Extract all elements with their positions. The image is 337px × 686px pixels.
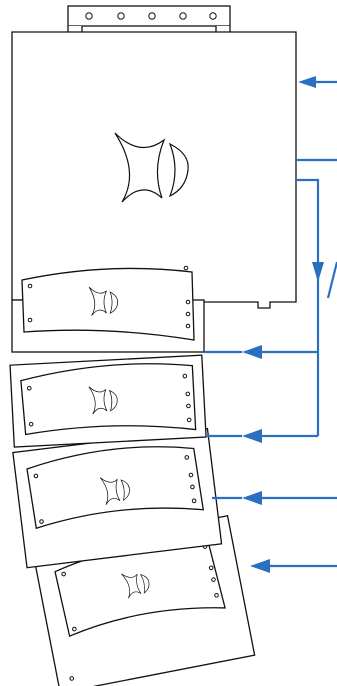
module-3 [12, 427, 223, 569]
module-1-logo-icon [88, 286, 119, 316]
rigging-hole [117, 12, 125, 20]
rigging-hole [209, 12, 217, 20]
rigging-hole [179, 12, 187, 20]
rigging-arrows [204, 76, 337, 573]
arrow-feed-line [296, 178, 320, 262]
module-2-grille [20, 363, 197, 436]
rigging-hole [148, 12, 156, 20]
arrow-module-2-head [242, 429, 262, 443]
rigging-hole [85, 12, 93, 20]
module-4-logo-icon [121, 573, 150, 599]
subwoofer-logo-icon [114, 132, 166, 203]
module-2 [9, 354, 207, 448]
subwoofer-logo-icon [168, 142, 189, 198]
arrow-module-3-head [242, 491, 262, 505]
arrow-feed-line [326, 261, 337, 299]
module-1-grille [21, 267, 195, 341]
arrow-module-4-head [250, 559, 270, 573]
module-3-logo-icon [99, 477, 130, 505]
module-1 [11, 265, 205, 353]
arrow-subwoofer-head [298, 76, 316, 88]
module-2-logo-icon [88, 386, 118, 415]
arrow-module-1-head [242, 345, 262, 359]
subwoofer-cabinet [11, 31, 297, 309]
